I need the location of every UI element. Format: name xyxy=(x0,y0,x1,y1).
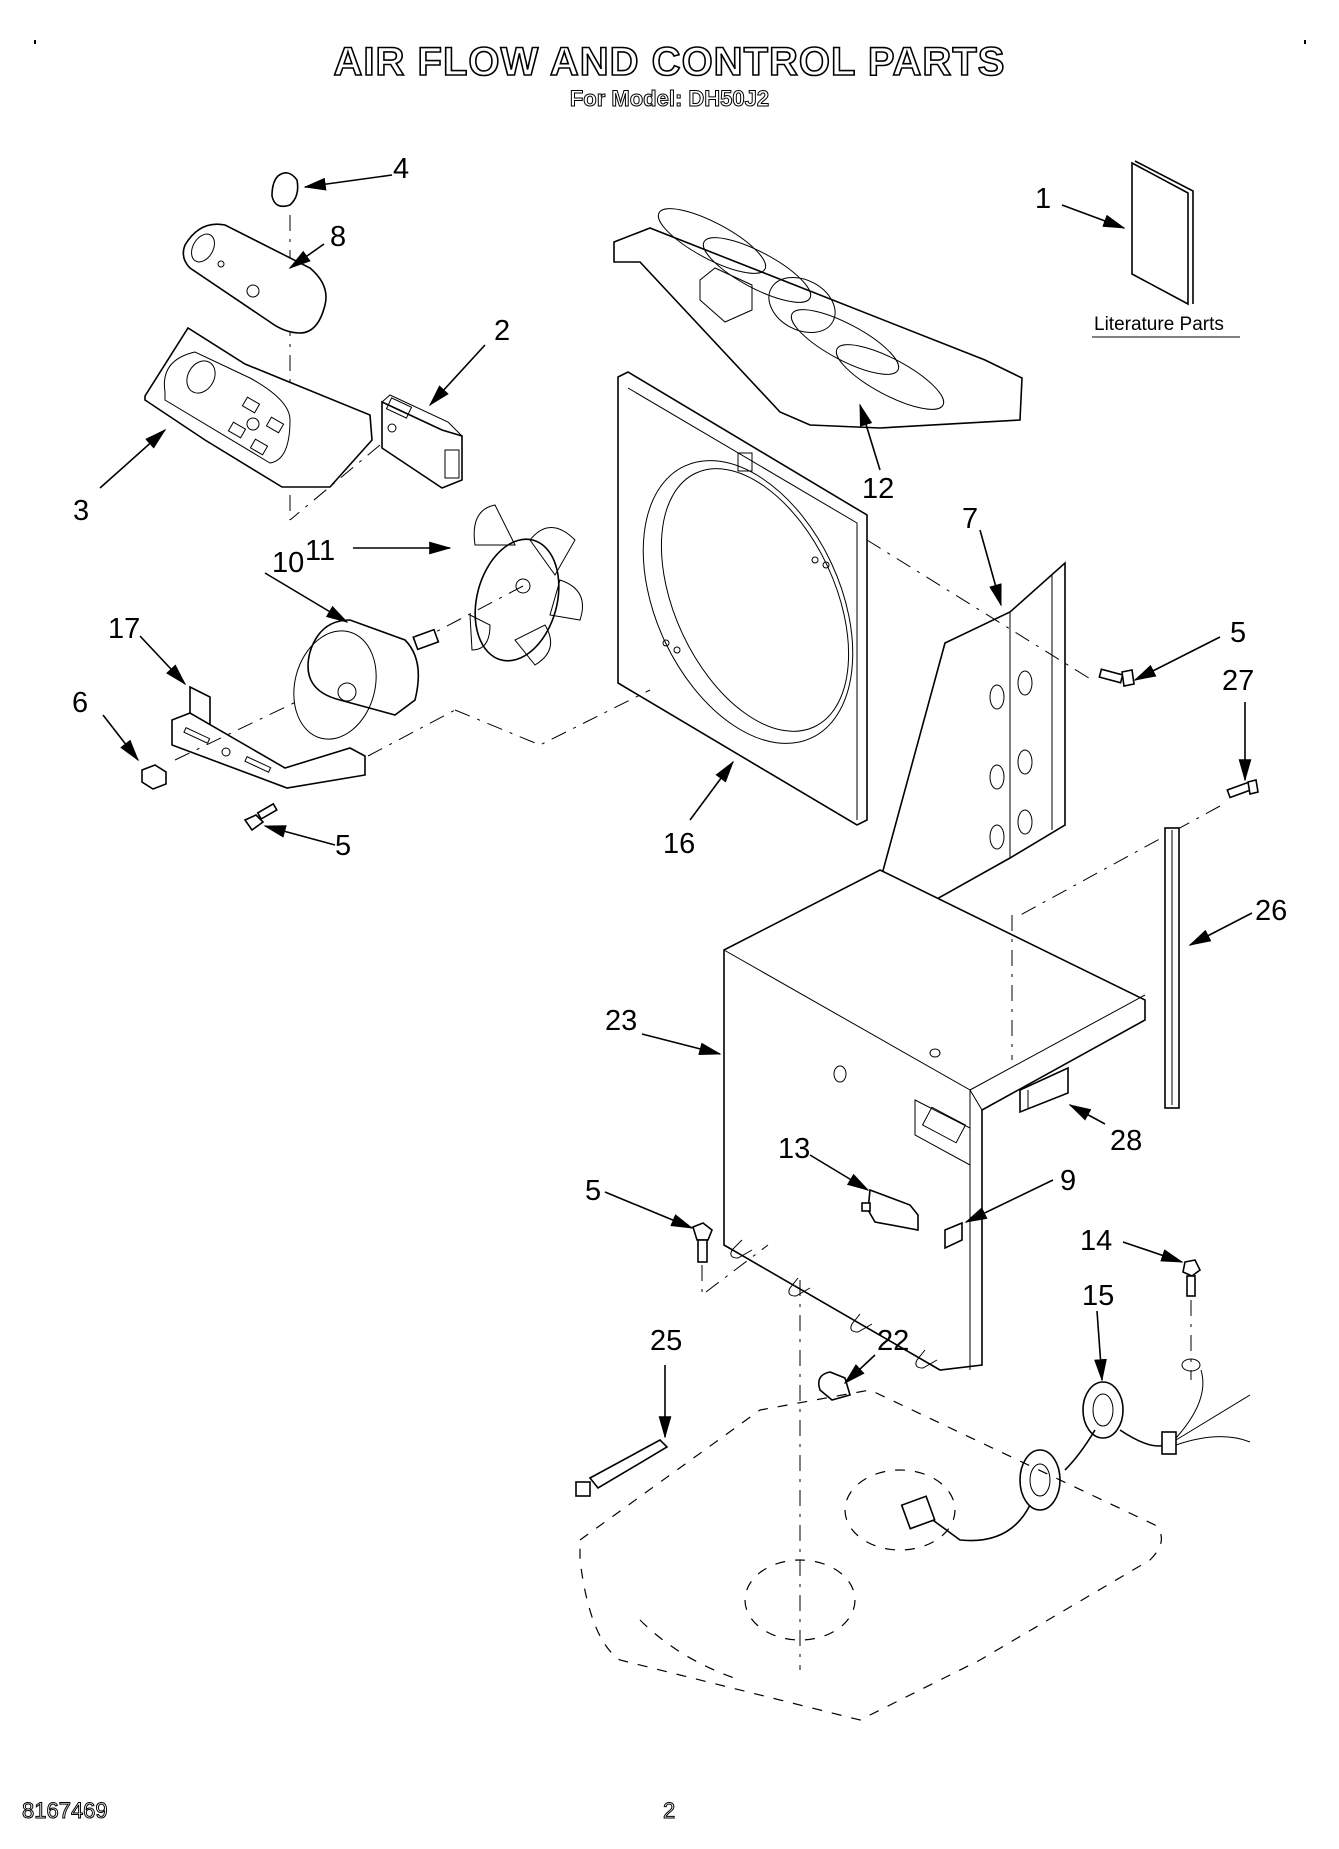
top-cover xyxy=(613,208,1023,429)
clip xyxy=(944,1221,963,1250)
callout-arrow xyxy=(1094,1310,1107,1382)
callout-arrow xyxy=(303,174,393,191)
callout-arrow xyxy=(964,1179,1054,1223)
callout-11: 11 xyxy=(305,535,335,567)
knob xyxy=(271,172,299,208)
callout-13: 13 xyxy=(778,1133,810,1165)
callout-23: 23 xyxy=(605,1005,637,1037)
callout-arrow xyxy=(1061,204,1126,229)
screw xyxy=(1226,779,1259,799)
callout-arrow xyxy=(102,714,139,762)
motor-bracket xyxy=(171,685,366,789)
callout-arrow xyxy=(139,635,187,686)
screw xyxy=(1098,668,1135,687)
callout-arrow xyxy=(859,403,881,471)
callout-arrow xyxy=(1068,1104,1106,1125)
corner-mark xyxy=(34,40,36,44)
callout-4: 4 xyxy=(393,153,409,185)
callout-arrow xyxy=(843,1354,876,1385)
alignment-line xyxy=(174,699,301,761)
callout-27: 27 xyxy=(1222,665,1254,697)
screw xyxy=(243,802,278,832)
fan-motor xyxy=(293,619,440,740)
callout-arrow xyxy=(809,1154,870,1191)
model-line: For Model: DH50J2 xyxy=(569,86,770,112)
shroud xyxy=(617,371,868,826)
base-pan-phantom xyxy=(579,1389,1162,1721)
callout-arrow xyxy=(1133,636,1221,681)
callout-arrow xyxy=(263,825,336,846)
callout-2: 2 xyxy=(494,315,510,347)
callout-22: 22 xyxy=(877,1325,909,1357)
switch-block xyxy=(381,394,463,489)
fan-blade xyxy=(469,504,583,666)
diagram-title: AIR FLOW AND CONTROL PARTS xyxy=(333,39,1006,85)
callout-14: 14 xyxy=(1080,1225,1112,1257)
callout-arrow xyxy=(99,428,167,489)
callout-5-motor: 5 xyxy=(335,830,351,862)
ground-screw xyxy=(1182,1259,1202,1297)
callout-1: 1 xyxy=(1035,183,1051,215)
callout-arrow xyxy=(641,1033,722,1056)
callout-arrow xyxy=(264,572,349,623)
callout-arrow xyxy=(428,344,486,407)
callout-arrow xyxy=(288,243,325,269)
alignment-line xyxy=(866,539,1093,681)
callout-5-bracket: 5 xyxy=(1230,617,1246,649)
corner-mark xyxy=(1304,40,1306,44)
callout-10: 10 xyxy=(272,547,304,579)
page-number: 2 xyxy=(662,1798,676,1824)
callout-25: 25 xyxy=(650,1325,682,1357)
callout-16: 16 xyxy=(663,828,695,860)
document-number: 8167469 xyxy=(22,1798,109,1824)
callout-5-cabinet: 5 xyxy=(585,1175,601,1207)
callout-12: 12 xyxy=(862,473,894,505)
callout-arrow xyxy=(689,760,734,821)
callout-arrow xyxy=(1188,912,1253,946)
cable-tie xyxy=(575,1439,669,1497)
power-cord xyxy=(900,1358,1251,1542)
callout-28: 28 xyxy=(1110,1125,1142,1157)
cord-clamp xyxy=(817,1371,851,1401)
alignment-line xyxy=(454,689,651,746)
alignment-line xyxy=(367,709,456,757)
nut xyxy=(141,764,167,790)
callout-15: 15 xyxy=(1082,1280,1114,1312)
literature-booklet xyxy=(1131,160,1194,306)
callout-7: 7 xyxy=(962,503,978,535)
bucket-switch xyxy=(861,1188,919,1231)
alignment-line xyxy=(1014,805,1221,919)
literature-parts-label: Literature Parts xyxy=(1094,314,1224,335)
screw xyxy=(692,1222,713,1263)
callout-arrow xyxy=(604,1191,694,1229)
control-overlay xyxy=(182,223,327,334)
alignment-line xyxy=(701,1244,769,1297)
callout-arrow xyxy=(1122,1241,1184,1263)
support-rod xyxy=(1164,827,1180,1109)
callout-17: 17 xyxy=(108,613,140,645)
callout-6: 6 xyxy=(72,687,88,719)
bracket-clip xyxy=(1019,1066,1069,1114)
control-panel-housing xyxy=(144,326,373,488)
cabinet xyxy=(723,869,1146,1371)
callout-9: 9 xyxy=(1060,1165,1076,1197)
callout-8: 8 xyxy=(330,221,346,253)
callout-26: 26 xyxy=(1255,895,1287,927)
callout-3: 3 xyxy=(73,495,89,527)
callout-arrow xyxy=(979,529,1002,607)
